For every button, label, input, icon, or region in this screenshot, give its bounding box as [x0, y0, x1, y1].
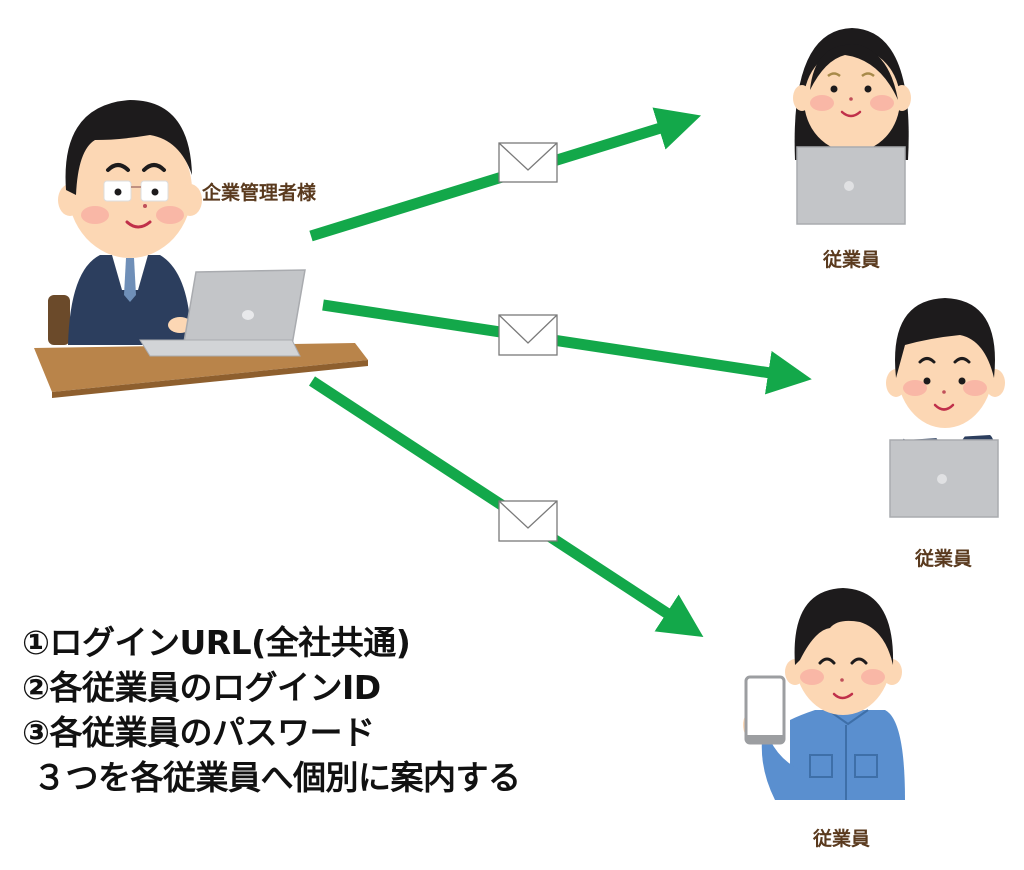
sender-label: 企業管理者様 — [201, 181, 317, 204]
instruction-notes: ①ログインURL(全社共通) ②各従業員のログインID ③各従業員のパスワード … — [22, 620, 521, 800]
arrow-to-employee-1 — [309, 107, 702, 242]
envelope-icon — [498, 314, 558, 356]
envelope-icon — [498, 500, 558, 542]
manager-at-laptop-illustration — [34, 100, 368, 398]
worker-holding-smartphone-illustration — [743, 588, 905, 800]
female-employee-with-laptop-illustration — [793, 28, 911, 225]
note-line-summary: ３つを各従業員へ個別に案内する — [22, 758, 521, 797]
recipient-label-3: 従業員 — [812, 827, 870, 850]
envelope-icon — [498, 142, 558, 183]
note-line-login-id: ②各従業員のログインID — [22, 668, 381, 707]
recipient-label-1: 従業員 — [822, 248, 880, 271]
note-line-password: ③各従業員のパスワード — [22, 713, 375, 752]
recipient-label-2: 従業員 — [914, 547, 972, 570]
note-line-login-url: ①ログインURL(全社共通) — [22, 623, 411, 662]
male-employee-with-laptop-illustration — [886, 298, 1005, 518]
